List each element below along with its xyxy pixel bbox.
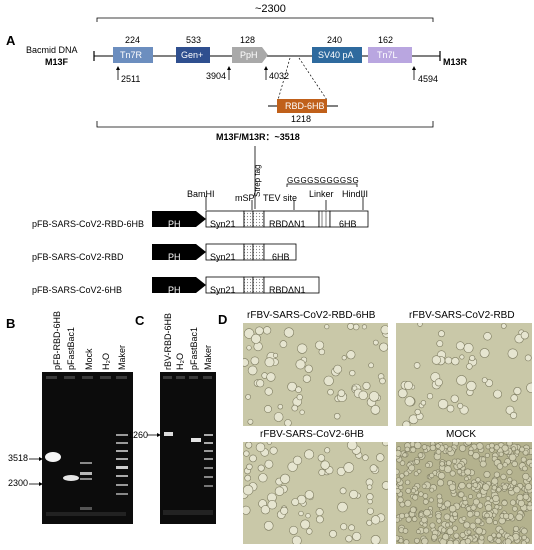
construct-2-name: pFB-SARS-CoV2-RBD	[32, 252, 124, 262]
gene-name-tn7l: Tn7L	[377, 50, 398, 60]
b-marker-2300: 2300	[8, 478, 29, 488]
b-marker-arrows	[29, 457, 43, 486]
gene-gen-box	[176, 47, 210, 63]
insert-rbd-6hb-box	[277, 99, 327, 113]
site-hindiii: HindIII	[342, 189, 369, 199]
d-title-1: rFBV-SARS-CoV2-RBD-6HB	[247, 310, 376, 321]
top-bracket	[96, 17, 434, 22]
m13r-label: M13R	[443, 57, 468, 67]
construct-3-name: pFB-SARS-CoV2-6HB	[32, 285, 123, 295]
gene-size-pph: 128	[240, 35, 256, 45]
panel-d-letter: D	[218, 312, 228, 327]
site-bamhi: BamHI	[187, 189, 215, 199]
construct-row-1	[152, 210, 369, 228]
gene-pph-box	[232, 47, 268, 63]
gene-tn7l-box	[368, 47, 412, 63]
insert-name: RBD-6HB	[285, 101, 325, 111]
m13f-label: M13F	[45, 57, 69, 67]
c-lane-2: H₂O	[175, 353, 185, 370]
position-4032: 4032	[269, 71, 290, 81]
construct-3-ph: PH	[168, 285, 181, 295]
construct-3-syn: Syn21	[210, 285, 236, 295]
c-marker-1260: 1260	[128, 430, 149, 440]
bottom-bracket	[96, 121, 434, 128]
b-marker-3518: 3518	[8, 453, 29, 463]
linker-sequence: GGGGSGGGGSG	[287, 176, 360, 185]
gel-b	[42, 372, 133, 524]
c-marker-arrow	[147, 433, 161, 437]
pcr-product-label: M13F/M13R：~3518	[216, 132, 300, 142]
b-lane-4: H₂O	[101, 353, 111, 370]
position-2511: 2511	[121, 74, 141, 84]
gene-name-pph: PpH	[240, 50, 258, 60]
gene-name-gen: Gen+	[181, 50, 204, 60]
gene-size-tn7r: 224	[125, 35, 141, 45]
c-lane-3: pFastBac1	[189, 326, 199, 370]
construct-1-syn: Syn21	[210, 219, 236, 229]
construct-row-2	[152, 243, 297, 261]
construct-2-syn: Syn21	[210, 252, 236, 262]
bacmid-label: Bacmid DNA	[26, 45, 78, 55]
d-title-4: MOCK	[446, 429, 476, 440]
micrograph-rbd-6hb	[243, 323, 388, 426]
insert-size: 1218	[291, 114, 312, 124]
site-linker: Linker	[309, 189, 334, 199]
gene-sv40-box	[312, 47, 362, 63]
site-tev: TEV site	[263, 193, 298, 203]
b-lane-3: Mock	[84, 348, 94, 370]
gene-size-tn7l: 162	[378, 35, 394, 45]
construct-1-name: pFB-SARS-CoV2-RBD-6HB	[32, 219, 145, 229]
construct-3-rbd: RBDΔN1	[269, 285, 306, 295]
micrograph-mock	[396, 442, 532, 544]
construct-2-hb: 6HB	[272, 252, 290, 262]
gene-name-tn7r: Tn7R	[120, 50, 143, 60]
construct-1-ph: PH	[168, 219, 181, 229]
c-lane-4: Maker	[203, 344, 213, 370]
position-3904: 3904	[206, 71, 227, 81]
construct-diagram	[152, 146, 369, 294]
panel-a-letter: A	[6, 33, 16, 48]
construct-2-ph: PH	[168, 252, 181, 262]
gene-size-gen: 533	[186, 35, 202, 45]
panel-c-letter: C	[135, 313, 145, 328]
bacmid-map	[93, 17, 441, 128]
top-span-label: ~2300	[255, 3, 286, 15]
b-lane-5: Maker	[117, 344, 127, 370]
b-lane-2: pFastBac1	[66, 326, 76, 370]
gene-name-sv40: SV40 pA	[318, 50, 354, 60]
construct-1-rbd: RBDΔN1	[269, 219, 306, 229]
micrograph-6hb	[243, 442, 388, 544]
construct-1-hb: 6HB	[339, 219, 357, 229]
c-lane-1: rBV-RBD-6HB	[163, 312, 173, 370]
gene-size-sv40: 240	[327, 35, 343, 45]
gene-tn7r-box	[113, 47, 153, 63]
construct-row-3	[152, 276, 320, 294]
site-msp: mSP	[235, 193, 255, 203]
d-title-2: rFBV-SARS-CoV2-RBD	[409, 310, 515, 321]
micrograph-rbd	[396, 323, 532, 426]
position-4594: 4594	[418, 74, 439, 84]
b-lane-1: pFB-RBD-6HB	[52, 310, 62, 370]
panel-b-letter: B	[6, 316, 16, 331]
d-title-3: rFBV-SARS-CoV2-6HB	[260, 429, 364, 440]
gel-c	[160, 372, 216, 524]
